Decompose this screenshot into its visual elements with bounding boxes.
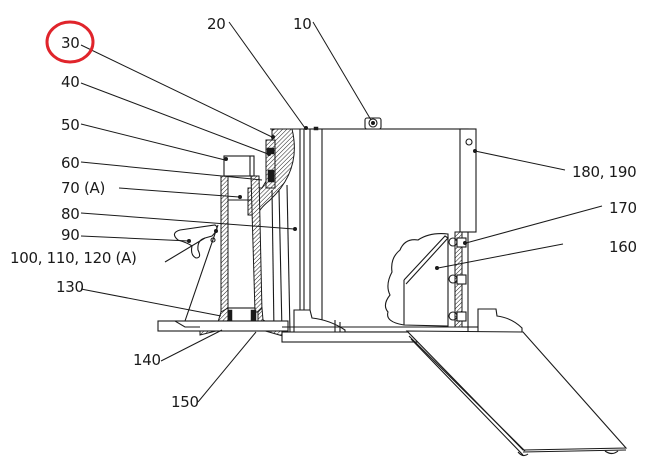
label-30: 30 bbox=[61, 34, 80, 52]
label-160: 160 bbox=[609, 238, 637, 256]
left-base-plate bbox=[157, 320, 289, 332]
right-foot bbox=[462, 308, 523, 335]
label-10: 10 bbox=[293, 15, 312, 33]
callout-labels: 10 20 30 40 50 60 70 (A) 80 90 100, 110,… bbox=[10, 15, 637, 411]
label-170: 170 bbox=[609, 199, 637, 217]
label-150: 150 bbox=[171, 393, 199, 411]
cutaway-region bbox=[384, 231, 467, 328]
label-140: 140 bbox=[133, 351, 161, 369]
label-80: 80 bbox=[61, 205, 80, 223]
label-130: 130 bbox=[56, 278, 84, 296]
label-20: 20 bbox=[207, 15, 226, 33]
label-180-190: 180, 190 bbox=[572, 163, 636, 181]
sleeve-top bbox=[223, 155, 255, 177]
center-foot bbox=[281, 309, 470, 343]
leader-lines bbox=[80, 21, 603, 403]
lifting-lug bbox=[364, 117, 382, 130]
label-40: 40 bbox=[61, 73, 80, 91]
label-70: 70 (A) bbox=[61, 179, 105, 197]
hook-piece bbox=[164, 224, 218, 263]
assembly-drawing bbox=[157, 117, 628, 457]
label-100-110-120: 100, 110, 120 (A) bbox=[10, 249, 137, 267]
label-50: 50 bbox=[61, 116, 80, 134]
highlight-circle bbox=[45, 20, 95, 64]
ramp bbox=[405, 330, 628, 457]
label-90: 90 bbox=[61, 226, 80, 244]
label-60: 60 bbox=[61, 154, 80, 172]
pipe-walls bbox=[220, 175, 291, 333]
